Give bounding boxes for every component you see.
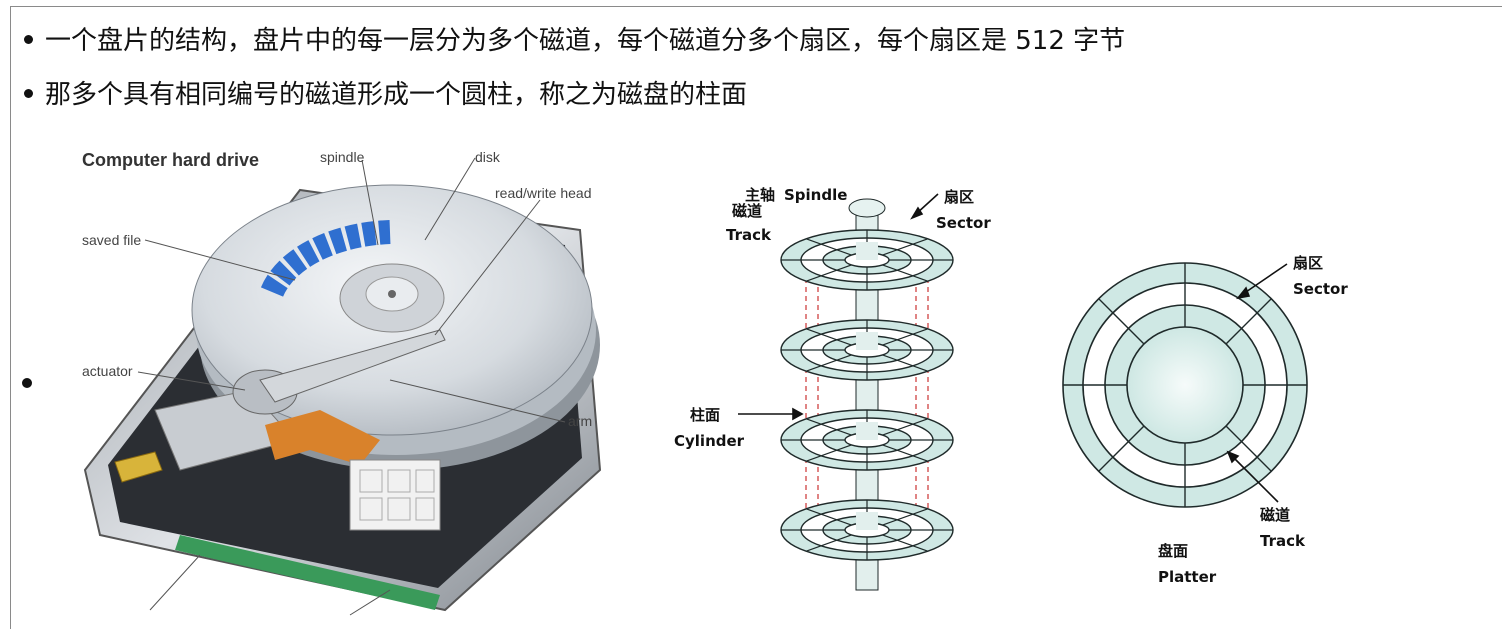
label-track-cn: 磁道	[732, 202, 762, 220]
label-platter-cn: 盘面	[1158, 542, 1188, 560]
label-sector-cn: 扇区	[944, 188, 974, 206]
label-platter-en: Platter	[1158, 568, 1217, 586]
label-spindle-en: Spindle	[784, 186, 847, 204]
stacked-platter	[781, 320, 953, 380]
spindle-cap	[849, 199, 885, 217]
hard-drive-illustration: Computer hard drive spindle disk read/wr…	[60, 140, 620, 629]
platter-diagram: 扇区 Sector 磁道 Track 盘面 Platter	[1050, 250, 1470, 610]
label-arm: arm	[568, 413, 592, 429]
label-track-cn: 磁道	[1260, 506, 1290, 524]
stacked-platter	[781, 230, 953, 290]
bullet-item-cylinder: 那多个具有相同编号的磁道形成一个圆柱，称之为磁盘的柱面	[24, 78, 747, 112]
bullet-dot	[24, 89, 33, 98]
label-saved-file: saved file	[82, 232, 141, 248]
label-spindle: spindle	[320, 149, 365, 165]
label-cylinder-en: Cylinder	[674, 432, 745, 450]
stacked-platter	[781, 410, 953, 470]
label-disk: disk	[475, 149, 501, 165]
bullet-dot-figure	[22, 378, 32, 388]
label-actuator: actuator	[82, 363, 133, 379]
bullet-text: 一个盘片的结构，盘片中的每一层分为多个磁道，每个磁道分多个扇区，每个扇区是 51…	[45, 26, 1125, 56]
label-sector-en: Sector	[1293, 280, 1348, 298]
label-sector-cn: 扇区	[1293, 254, 1323, 272]
label-sector-en: Sector	[936, 214, 991, 232]
bullet-item-platter-structure: 一个盘片的结构，盘片中的每一层分为多个磁道，每个磁道分多个扇区，每个扇区是 51…	[24, 24, 1125, 58]
label-cylinder-cn: 柱面	[690, 406, 720, 424]
bullet-text: 那多个具有相同编号的磁道形成一个圆柱，称之为磁盘的柱面	[45, 80, 747, 110]
label-read-write-head: read/write head	[495, 185, 592, 201]
cylinder-diagram: 主轴 Spindle 扇区 Sector 磁道 Track 柱面 Cylinde…	[660, 180, 1020, 620]
bullet-dot	[24, 35, 33, 44]
hdd-title: Computer hard drive	[82, 150, 259, 170]
stacked-platter	[781, 500, 953, 560]
label-track-en: Track	[1260, 532, 1306, 550]
label-track-en: Track	[726, 226, 772, 244]
